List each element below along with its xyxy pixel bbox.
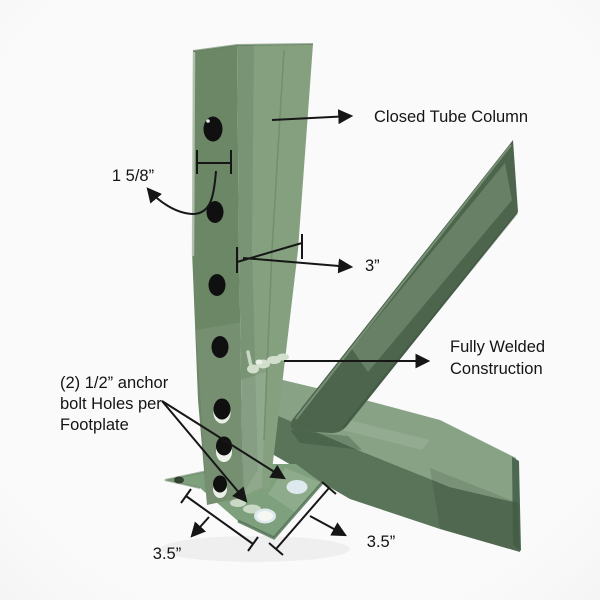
footplate-right-tick-top xyxy=(321,481,337,495)
footplate-right-dim-line xyxy=(275,487,330,550)
width-leader-arrow xyxy=(242,257,354,274)
footplate-right-leader-arrow xyxy=(309,515,347,537)
brace-edge-light xyxy=(295,144,512,420)
anchor-hole-front-glint xyxy=(257,511,273,521)
brace-shadow xyxy=(290,430,362,450)
closed-tube-column-label: Closed Tube Column xyxy=(374,108,528,126)
weld-bead xyxy=(277,353,289,361)
fully-welded-label-line2: Construction xyxy=(450,360,543,378)
footplate-dim-right-label: 3.5” xyxy=(367,533,395,551)
punch-hole xyxy=(216,436,232,456)
punch-hole xyxy=(206,201,224,223)
anchor-holes-label-line3: Footplate xyxy=(60,416,129,434)
annotations xyxy=(146,109,431,556)
column-front-sheen xyxy=(241,372,266,496)
anchor-bolt-holes xyxy=(254,480,308,524)
hole-glint xyxy=(206,119,210,123)
punch-hole xyxy=(208,274,226,296)
column-seam xyxy=(263,49,285,441)
footplate-left-dim-line xyxy=(185,495,254,545)
punch-hole xyxy=(211,336,229,358)
arm-shading xyxy=(430,468,520,552)
weld-bead xyxy=(230,499,246,507)
column-front-face xyxy=(237,44,313,497)
arm-end-face xyxy=(512,457,521,551)
brace-highlight xyxy=(352,163,512,372)
weld-bead xyxy=(247,364,259,374)
column-front-shading xyxy=(237,45,258,494)
footplate-dim-left-label: 3.5” xyxy=(153,545,181,563)
closed-tube-leader-arrow xyxy=(271,109,354,125)
closed-tube-column xyxy=(191,43,314,519)
labels: Closed Tube Column 1 5/8” 3” Fully Welde… xyxy=(60,108,545,563)
weld-glint xyxy=(255,359,263,365)
punch-hole xyxy=(213,475,227,493)
cantilever-arm xyxy=(245,371,521,552)
anchor-holes-label-line2: bolt Holes per xyxy=(60,395,162,413)
arm-front-face xyxy=(246,402,520,552)
footplate-left-tick-bottom xyxy=(247,536,259,552)
hole-spacing-label: 1 5/8” xyxy=(112,167,154,185)
anchor-hole-leader-front xyxy=(161,400,248,503)
fully-welded-label-line1: Fully Welded xyxy=(450,338,545,356)
joint-weld xyxy=(246,350,289,374)
footplate-rear-hole xyxy=(174,476,184,484)
footplate-front-edge xyxy=(237,482,324,540)
brace-edge-dark xyxy=(342,212,518,429)
anchor-hole-leader-right xyxy=(161,400,286,480)
punch-hole xyxy=(203,116,223,142)
anchor-holes-label-line1: (2) 1/2” anchor xyxy=(60,374,169,392)
punch-hole xyxy=(213,398,231,420)
column-edge-highlight xyxy=(191,51,196,257)
column-width-label: 3” xyxy=(365,257,380,275)
hole-spacing-leader-curve xyxy=(146,170,217,216)
diagonal-brace xyxy=(290,140,518,434)
footplate-left-tick-top xyxy=(180,488,192,504)
column-punch-holes xyxy=(203,116,232,498)
footplate-right-tick-bottom xyxy=(268,542,284,556)
footplate-left-leader-arrow xyxy=(190,516,210,538)
floor-shadow xyxy=(160,536,350,562)
anchor-hole-right xyxy=(286,480,308,494)
column-top-edge xyxy=(192,43,314,52)
